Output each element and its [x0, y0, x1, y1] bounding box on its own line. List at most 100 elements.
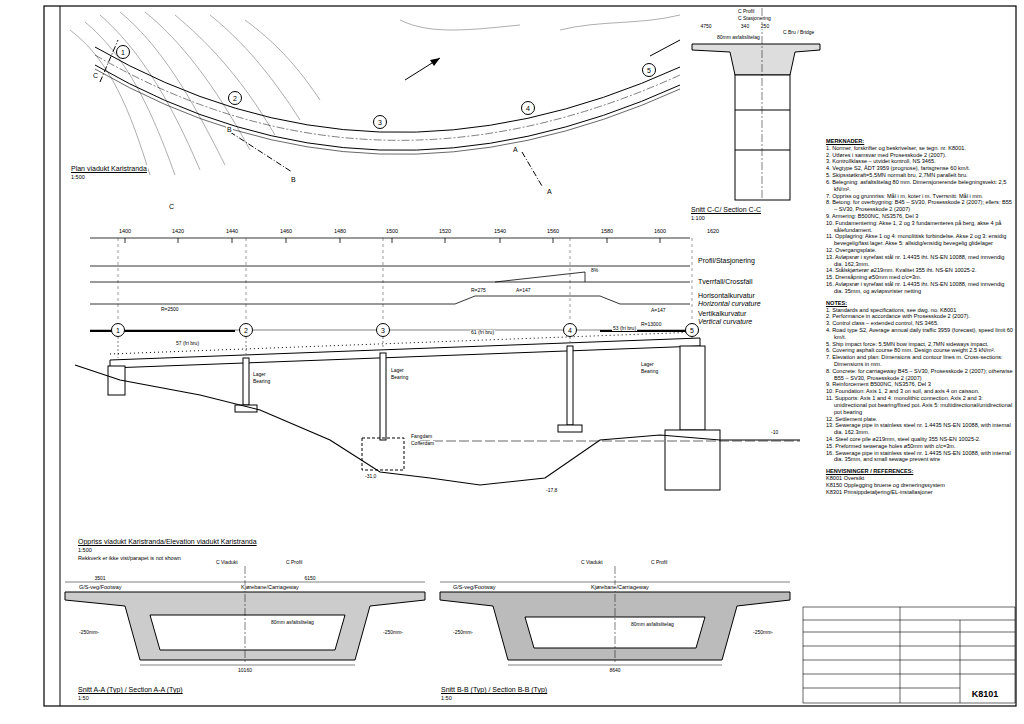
- drawing-line: [95, 55, 680, 140]
- section-a-a: [65, 566, 425, 665]
- drawing-line: [803, 607, 1015, 703]
- drawing-label: C Stasjonering: [737, 16, 772, 21]
- drawing-label: 10160: [237, 668, 253, 673]
- drawing-line: [735, 150, 790, 151]
- drawing-label: -17,8: [545, 488, 558, 493]
- note-text: 8. Concrete: for carriageway B45 – SV30,…: [826, 368, 1014, 382]
- drawing-label: C Profil: [650, 560, 668, 565]
- drawing-label: Horisontalkurvatur: [697, 292, 756, 299]
- drawing-label: R=275: [470, 288, 487, 293]
- drawing-line: [90, 296, 690, 304]
- note-text: 6. Belegning: asfaltslitelag 80 mm. Dime…: [826, 179, 1014, 193]
- drawing-line: [735, 110, 790, 111]
- note-text: 4. Road type S2, Average annual daily tr…: [826, 327, 1014, 341]
- drawing-label: Vertikalkurvatur: [697, 310, 747, 317]
- notes-heading: HENVISNINGER / REFERENCES:: [826, 468, 1014, 475]
- drawing-line: [245, 566, 246, 664]
- drawing-label: 80mm asfaltslitelag: [630, 622, 675, 627]
- drawing-line: [100, 15, 200, 170]
- drawing-label: Kjørebane/Carriageway: [590, 585, 650, 591]
- note-text: 3. Kontrollklasse – utvidet kontroll, NS…: [826, 158, 1014, 165]
- contour-lines: [70, 12, 680, 175]
- drawing-label: 4750: [699, 24, 712, 29]
- drawing-label: 1:50: [440, 696, 453, 702]
- drawing-label: Snitt C-C/ Section C-C: [690, 206, 762, 213]
- north-arrow: [405, 58, 440, 80]
- notes-column: MERKNADER:1. Normer, forskrifter og besk…: [826, 138, 1014, 604]
- drawing-label: 1480: [333, 229, 347, 235]
- note-text: 5. Skipsstøtkraft=5,5MN normalt bru, 2,7…: [826, 172, 1014, 179]
- note-text: 11. Supports: Axis 1 and 4: monolithic c…: [826, 395, 1014, 415]
- axis-callout: 4: [521, 101, 535, 115]
- drawing-line: [150, 615, 345, 650]
- note-text: 9. Armering: B500NC, NS3576, Del 3: [826, 213, 1014, 220]
- note-text: 9. Reinforcement B500NC, NS3576, Del 3: [826, 381, 1014, 388]
- axis-callout: 1: [111, 323, 125, 337]
- drawing-label: 3501: [93, 576, 106, 581]
- drawing-label: Cofferdam: [410, 441, 435, 446]
- drawing-line: [243, 358, 249, 405]
- drawing-label: -250mm-: [752, 630, 774, 635]
- drawing-label: 8%: [590, 268, 599, 273]
- title-block: [803, 607, 1015, 703]
- note-text: 5. Ship impact force: 5,5MN bow impact, …: [826, 341, 1014, 348]
- note-text: 14. Steel core pile ø219mm, steel qualit…: [826, 436, 1014, 443]
- drawing-label: Lager: [640, 362, 655, 367]
- drawing-line: [100, 40, 118, 82]
- drawing-line: [75, 365, 800, 485]
- drawing-line: [140, 665, 355, 666]
- drawing-label: 1620: [706, 229, 720, 235]
- drawing-label: G/S-veg/Footway: [78, 585, 123, 591]
- callout-number: 2: [233, 95, 237, 102]
- drawing-label: Lager: [252, 372, 267, 377]
- note-text: 1. Normer, forskrifter og beskrivelser, …: [826, 145, 1014, 152]
- callout-number: 5: [647, 67, 651, 74]
- drawing-label: 1500: [385, 229, 399, 235]
- drawing-line: [803, 607, 1015, 703]
- drawing-label: Profil/Stasjonering: [697, 257, 756, 264]
- drawing-label: 250: [760, 24, 770, 29]
- note-text: 12. Overgangsplate.: [826, 247, 1014, 254]
- drawing-line: [560, 15, 680, 30]
- section-c-c: [692, 8, 820, 200]
- axis-callout: 5: [685, 323, 699, 337]
- drawing-label: A: [546, 188, 553, 195]
- drawing-label: C: [92, 72, 99, 79]
- note-text: 2. Performance in accordance with Proses…: [826, 313, 1014, 320]
- drawing-line: [60, 6, 61, 706]
- drawing-label: G/S-veg/Footway: [452, 585, 497, 591]
- callout-number: 1: [116, 327, 120, 334]
- notes-heading: NOTES:: [826, 300, 1014, 307]
- drawing-label: C Viadukt: [215, 560, 239, 565]
- note-text: 16. Avløpsrør i syrefast stål nr. 1.4435…: [826, 281, 1014, 295]
- drawing-line: [615, 566, 616, 664]
- note-text: K8301 Prinsippdetaljering/EL-installasjo…: [826, 489, 1014, 496]
- drawing-line: [120, 12, 225, 165]
- profile-band: [90, 238, 692, 331]
- drawing-label: B: [290, 176, 297, 183]
- drawing-line: [440, 582, 790, 583]
- drawing-line: [110, 338, 700, 368]
- drawing-line: [44, 6, 1016, 706]
- axis-callout: 5: [642, 63, 656, 77]
- drawing-label: Kjørebane/Carriageway: [240, 585, 300, 591]
- drawing-label: C Profil: [737, 9, 755, 14]
- drawing-label: 1:50: [77, 696, 90, 702]
- drawing-label: Lager: [390, 368, 405, 373]
- drawing-label: C Profil: [285, 560, 303, 565]
- drawing-line: [495, 272, 585, 282]
- drawing-line: [380, 353, 386, 440]
- note-text: K8150 Opplegging bruene og dreneringssys…: [826, 482, 1014, 489]
- drawing-line: [90, 330, 690, 332]
- drawing-label: 1540: [493, 229, 507, 235]
- elevation: [75, 332, 800, 490]
- callout-number: 2: [244, 327, 248, 334]
- drawing-label: -10: [770, 430, 779, 435]
- drawing-label: Oppriss viadukt Karistranda/Elevation vi…: [77, 538, 258, 545]
- drawing-line: [175, 15, 275, 135]
- note-text: 2. Utføres i samsvar med Prosesskode 2 (…: [826, 152, 1014, 159]
- drawing-label: 1580: [600, 229, 614, 235]
- section-b-b: [440, 566, 790, 665]
- drawing-label: Horizontal curvature: [697, 300, 762, 307]
